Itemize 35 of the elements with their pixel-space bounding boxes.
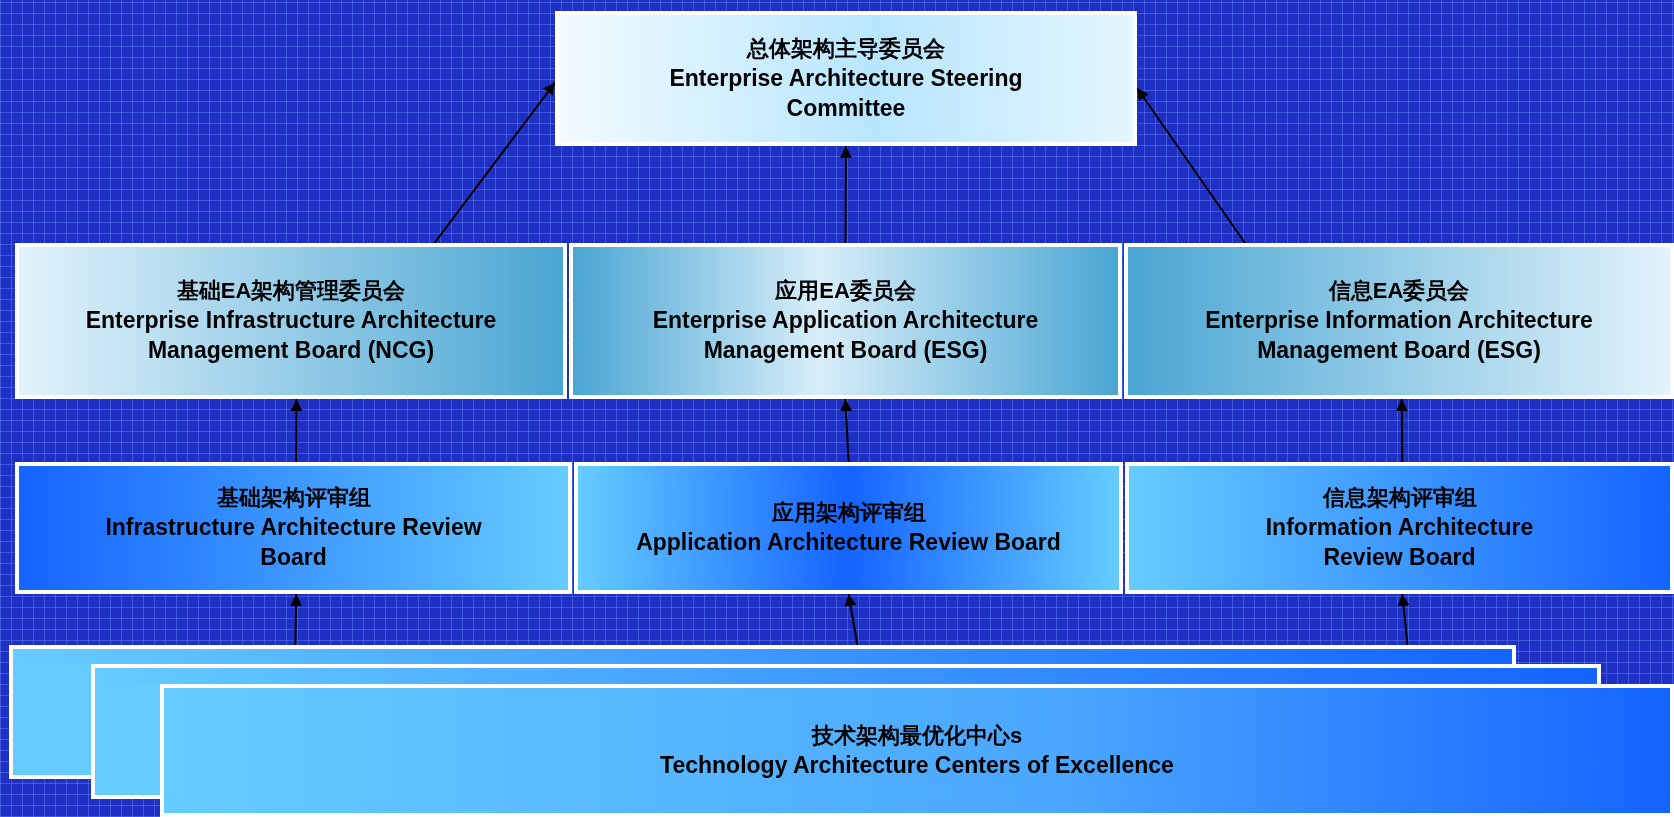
board-box <box>569 243 1122 399</box>
chinese-title: 应用架构评审组 <box>771 499 926 527</box>
review-board-box <box>15 462 572 594</box>
arrow <box>290 593 303 646</box>
arrow <box>433 81 556 244</box>
arrow <box>1395 398 1408 463</box>
english-title: Infrastructure Architecture Review Board <box>104 513 483 572</box>
chinese-title: 基础EA架构管理委员会 <box>176 277 406 305</box>
english-title: Technology Architecture Centers of Excellence <box>660 750 1174 780</box>
arrow <box>1136 86 1246 244</box>
chinese-title: 技术架构最优化中心s <box>811 721 1023 750</box>
english-title: Enterprise Architecture Steering Committee <box>668 63 1024 123</box>
english-title: Information Architecture Review Board <box>1264 513 1535 572</box>
board-box <box>15 243 567 399</box>
chinese-title: 应用EA委员会 <box>775 277 916 305</box>
arrow <box>839 145 852 244</box>
english-title: Enterprise Application Architecture Management Board (ESG) <box>651 306 1040 365</box>
chinese-title: 信息EA委员会 <box>1328 277 1470 305</box>
board-box <box>1124 243 1674 399</box>
chinese-title: 信息架构评审组 <box>1322 484 1477 512</box>
review-board-box <box>1125 462 1674 594</box>
arrow <box>1397 593 1410 646</box>
arrow <box>844 593 859 646</box>
arrow <box>840 398 853 463</box>
english-title: Enterprise Information Architecture Management Board (ESG) <box>1204 306 1594 365</box>
committee-box <box>555 11 1137 146</box>
stacked-box <box>91 664 1601 684</box>
english-title: Enterprise Infrastructure Architecture Management Board (NCG) <box>84 306 498 365</box>
center-box <box>160 684 1674 817</box>
review-board-box <box>574 462 1123 594</box>
chinese-title: 总体架构主导委员会 <box>747 34 945 63</box>
arrow <box>290 398 303 463</box>
stacked-box <box>9 645 1516 664</box>
chinese-title: 基础架构评审组 <box>216 484 371 512</box>
english-title: Application Architecture Review Board <box>636 528 1061 557</box>
